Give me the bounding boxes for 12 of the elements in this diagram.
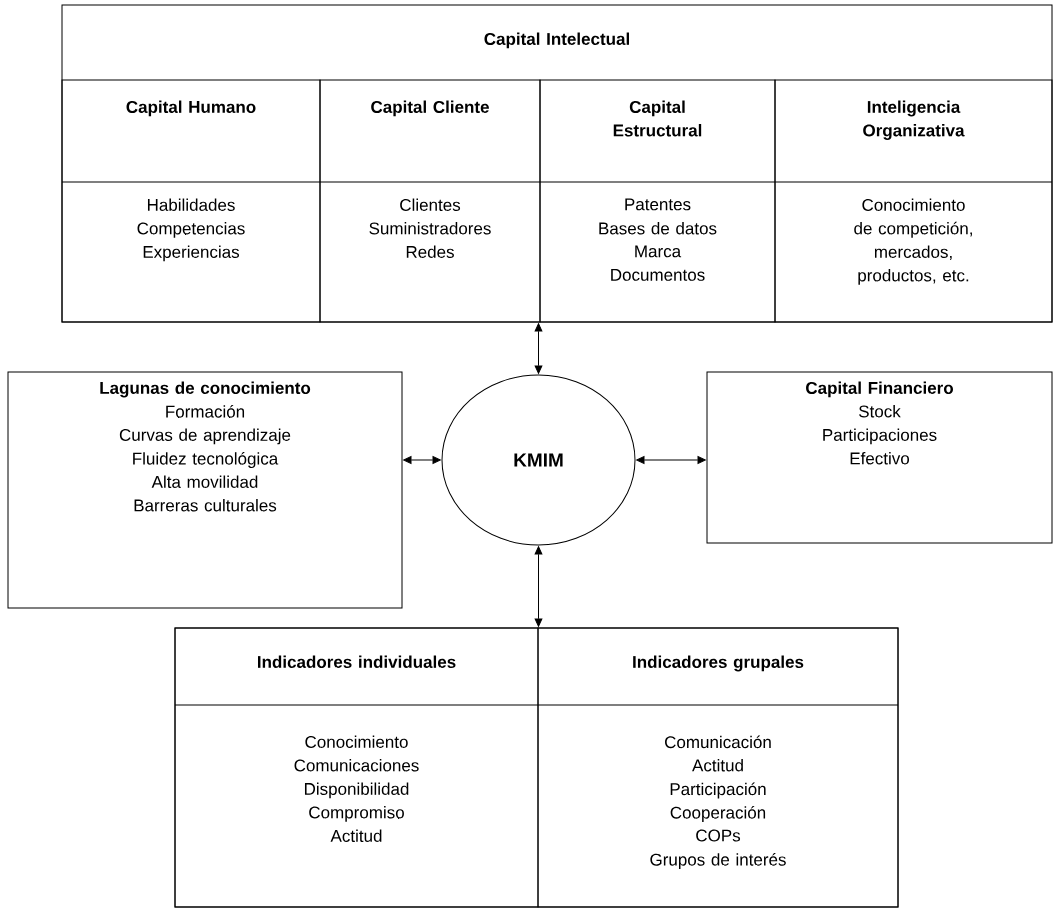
arrow <box>636 456 706 464</box>
table-cell: Capital Humano Habilidades Competencias Experiencias <box>61 79 321 323</box>
table-cell: Inteligencia Organizativa Conocimiento de competición, mercados, productos, etc. <box>774 79 1053 323</box>
table-cell: Capital Estructural Patentes Bases de datos Marca Documentos <box>539 79 776 323</box>
table-cell: Indicadores grupales Comunicación Actitud Participación Cooperación COPs Grupos de interés <box>537 627 899 908</box>
arrow <box>403 456 441 464</box>
table-cell: Indicadores individuales Conocimiento Comunicaciones Disponibilidad Compromiso Actitud <box>174 627 539 908</box>
text-box: Capital Financiero Stock Participaciones Efectivo <box>706 371 1053 544</box>
table-cell: Capital Cliente Clientes Suministradores Redes <box>319 79 541 323</box>
text-box: Lagunas de conocimiento Formación Curvas de aprendizaje Fluidez tecnológica Alta movilidad Barreras culturales <box>7 371 403 609</box>
arrow <box>534 546 543 627</box>
arrow <box>534 323 543 374</box>
